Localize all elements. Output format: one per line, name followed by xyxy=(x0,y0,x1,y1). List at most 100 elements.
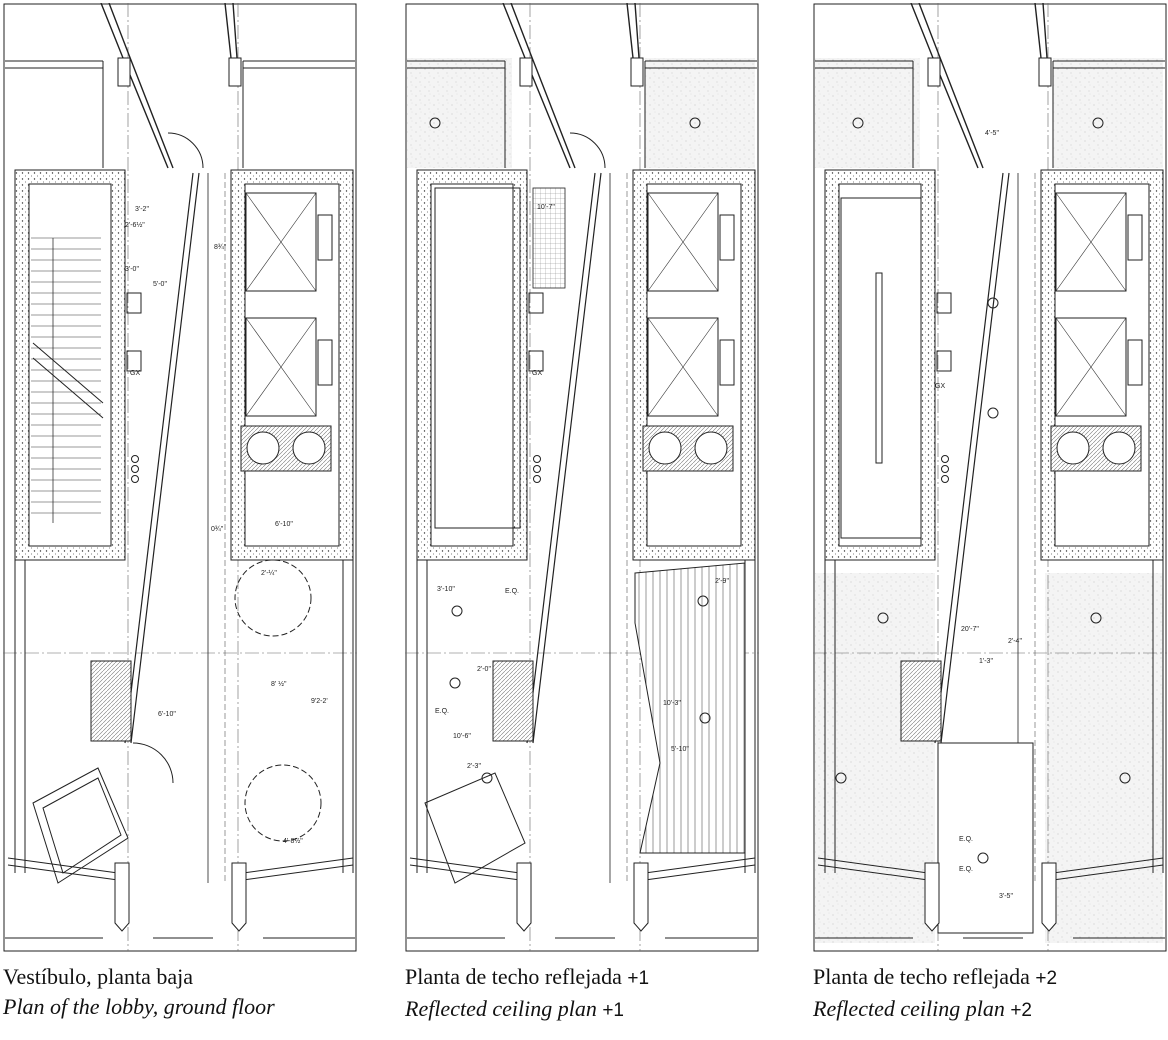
counterweight xyxy=(1127,339,1143,386)
slanted-wall xyxy=(934,172,1010,744)
concrete-wall xyxy=(230,169,354,561)
fixture-circle xyxy=(533,465,541,473)
paved-area xyxy=(1053,58,1163,168)
light-fixture xyxy=(977,852,989,864)
door-swing xyxy=(167,132,204,169)
dimension-label: 5'-0" xyxy=(153,281,167,288)
column-pier xyxy=(924,862,940,932)
turning-circle xyxy=(234,559,312,637)
bottom-wall xyxy=(409,857,756,881)
light-fixture xyxy=(429,117,441,129)
caption-english: Reflected ceiling plan xyxy=(405,996,597,1021)
fixture-circle xyxy=(131,465,139,473)
door-swing xyxy=(132,742,174,784)
reflected-ceiling-plan-level-2: 4'-5" 20'-7" 2'-4" 1'-3" E.Q. E.Q. 3'-5"… xyxy=(813,3,1167,953)
bottom-wall xyxy=(7,857,354,881)
equipment-label: GX xyxy=(532,370,542,377)
paved-area xyxy=(815,58,920,168)
fixture-circle xyxy=(131,475,139,483)
concrete-wall xyxy=(416,169,528,561)
slanted-wall xyxy=(526,172,602,744)
fixture-circle xyxy=(941,455,949,463)
concrete-wall xyxy=(14,169,126,561)
dimension-label: 2'-9" xyxy=(715,578,729,585)
lower-walls xyxy=(416,560,756,873)
equipment-box xyxy=(528,292,544,314)
column-pier xyxy=(630,57,644,87)
counterweight xyxy=(719,214,735,261)
column-pier xyxy=(228,57,242,87)
light-fixture xyxy=(987,297,999,309)
round-shaft xyxy=(648,431,682,465)
counterweight xyxy=(1127,214,1143,261)
dimension-label: 2'-6½" xyxy=(125,221,145,229)
column-pier xyxy=(1038,57,1052,87)
caption-ceiling-plan-2: Planta de techo reflejada +2 Reflected c… xyxy=(813,962,1057,1026)
light-fixture xyxy=(835,772,847,784)
entrance-walls xyxy=(5,60,355,168)
column-pier xyxy=(117,57,131,87)
dimension-label: E.Q. xyxy=(959,836,973,843)
ceiling-height-tag: 10'-6" xyxy=(453,733,471,740)
stair-break-line xyxy=(32,342,104,419)
dimension-label: 9'2-2' xyxy=(311,698,328,705)
round-shaft xyxy=(694,431,728,465)
fixture-circle xyxy=(533,475,541,483)
service-closet xyxy=(900,660,942,742)
light-fixture xyxy=(481,772,493,784)
caption-english: Reflected ceiling plan xyxy=(813,996,1005,1021)
plan-lobby-ground-floor: 3'-2" 2'-6½" 3'-0" 5'-0" 8¾" 6'-10" 0¾" … xyxy=(3,3,357,953)
light-fixture xyxy=(697,595,709,607)
caption-spanish: Vestíbulo, planta baja xyxy=(3,964,194,989)
drawing-border xyxy=(813,3,1167,952)
dimension-label: 6'-10" xyxy=(275,521,293,528)
glass-fin xyxy=(224,3,238,59)
elevator-cross-icon xyxy=(1055,192,1127,292)
paved-area xyxy=(815,573,935,943)
light-fixture xyxy=(449,677,461,689)
dimension-label: 3'-5" xyxy=(999,893,1013,900)
equipment-box xyxy=(528,350,544,372)
dimension-label: 4'-8½" xyxy=(283,837,303,845)
light-fixture xyxy=(1090,612,1102,624)
dimension-label: 3'-2" xyxy=(135,206,149,213)
equipment-box xyxy=(126,350,142,372)
caption-spanish: Planta de techo reflejada xyxy=(405,964,622,989)
glass-fin xyxy=(502,3,576,169)
entrance-walls xyxy=(407,60,757,168)
elevator-cross-icon xyxy=(647,317,719,417)
glass-fin xyxy=(1034,3,1048,59)
paved-area xyxy=(407,58,512,168)
dimension-label: E.Q. xyxy=(505,588,519,595)
vestibule xyxy=(937,742,1034,934)
counterweight xyxy=(719,339,735,386)
fixture-circle xyxy=(941,475,949,483)
caption-ceiling-plan-1: Planta de techo reflejada +1 Reflected c… xyxy=(405,962,649,1026)
concrete-wall xyxy=(632,169,756,561)
elevator-shaft xyxy=(245,192,317,292)
counterweight xyxy=(317,214,333,261)
equipment-label: GX xyxy=(130,370,140,377)
dimension-label: 5'-10" xyxy=(671,746,689,753)
column-pier xyxy=(927,57,941,87)
turning-circle xyxy=(244,764,322,842)
dimension-label: E.Q. xyxy=(959,866,973,873)
angled-planter xyxy=(424,772,526,884)
fixture-circle xyxy=(941,465,949,473)
dimension-label: 8¾" xyxy=(214,244,227,251)
ceiling-height-tag: 10'-7" xyxy=(537,204,555,211)
column-pier xyxy=(519,57,533,87)
slatted-ceiling xyxy=(634,562,746,854)
light-fixture xyxy=(1119,772,1131,784)
round-shaft xyxy=(1102,431,1136,465)
dimension-label: 2'-4" xyxy=(1008,638,1022,645)
level-number: +2 xyxy=(1010,1000,1032,1021)
column-pier xyxy=(1041,862,1057,932)
elevator-cross-icon xyxy=(245,192,317,292)
ceiling-height-tag: 10'-3" xyxy=(663,700,681,707)
ceiling-height-tag: 20'-7" xyxy=(961,626,979,633)
column-pier xyxy=(633,862,649,932)
column-pier xyxy=(231,862,247,932)
light-fixture xyxy=(451,605,463,617)
level-number: +2 xyxy=(1035,968,1058,989)
